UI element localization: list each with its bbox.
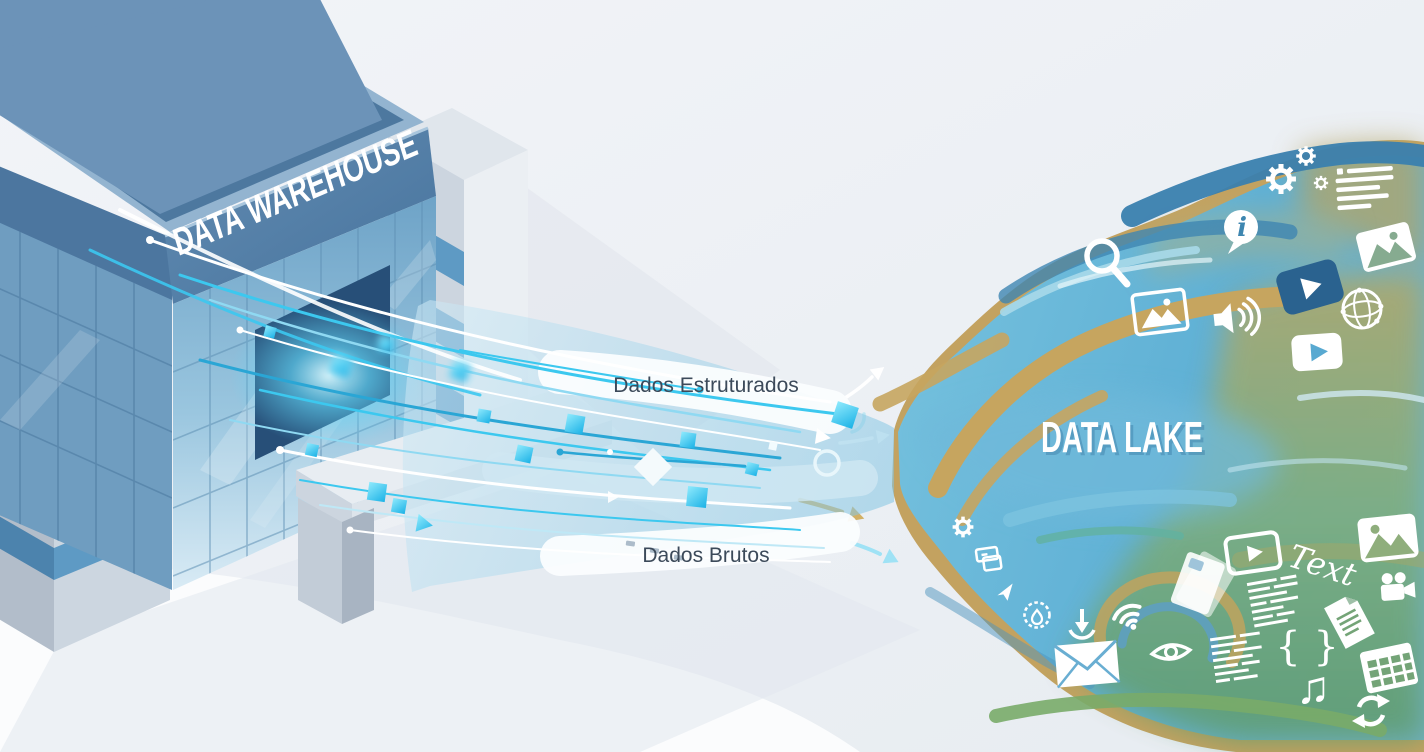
video-camera-icon (1380, 572, 1416, 601)
search-icon (1084, 238, 1131, 288)
sign-band (165, 128, 436, 304)
stream-triangle (415, 513, 433, 532)
settings-badge-icon (1023, 601, 1051, 629)
photo-filled-icon-2 (1357, 513, 1419, 563)
stream-bands (482, 350, 878, 576)
code-lines-icon-2 (1209, 631, 1262, 683)
photo-outline-icon (1130, 287, 1190, 337)
data-lake: DATA LAKE DATA LAKE i (797, 140, 1424, 752)
stream-lines (88, 208, 840, 563)
play-dark-icon (1276, 259, 1344, 315)
refresh-icon (1352, 694, 1390, 728)
stream-arrow-white (814, 428, 831, 444)
data-lake-label-shadow: DATA LAKE (1044, 416, 1206, 465)
stream-arrow-small (608, 491, 619, 503)
document-icon (1324, 596, 1375, 649)
printer-icon (974, 545, 1003, 572)
music-note-icon: ♫ (1296, 661, 1331, 713)
stream-circle (813, 449, 841, 477)
tablet-pages-icon (1170, 551, 1237, 618)
lake-center-pool (920, 393, 1280, 522)
data-lake-label: DATA LAKE (1041, 413, 1203, 462)
video-play-outline-icon (1223, 530, 1283, 576)
sign-edge-highlight (164, 126, 429, 238)
photo-filled-icon (1356, 222, 1416, 272)
roof-surface-top (0, 0, 206, 49)
wifi-icon (1112, 603, 1142, 630)
structured-data-label: Dados Estruturados (613, 374, 799, 397)
data-stream: Dados Estruturados Dados Brutos (88, 208, 894, 592)
send-icon (997, 583, 1013, 601)
facade-left-reflection (0, 330, 100, 430)
info-glyph: i (1237, 213, 1247, 243)
raw-data-label: Dados Brutos (642, 544, 769, 567)
document-lines-icon (1335, 165, 1394, 211)
glass-facade-left (0, 222, 172, 590)
eye-icon (1149, 643, 1193, 661)
download-icon (1068, 609, 1096, 640)
info-bubble-icon: i (1224, 210, 1258, 254)
facade-left-grid (0, 205, 172, 590)
globe-network-icon (1340, 287, 1384, 330)
envelope-icon (1053, 639, 1121, 689)
stream-body (402, 300, 894, 592)
roof-surface (0, 0, 382, 214)
play-light-icon (1291, 332, 1343, 372)
braces-icon: { } (1275, 624, 1339, 670)
calendar-icon (1359, 642, 1419, 694)
stream-line-dots (146, 236, 704, 534)
speaker-icon (1213, 296, 1262, 336)
code-lines-icon (1246, 574, 1299, 628)
